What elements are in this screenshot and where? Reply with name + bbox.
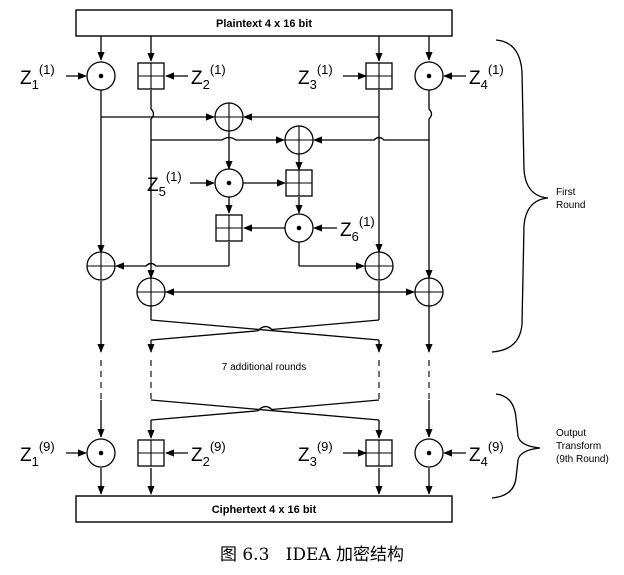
xor-op-x3 xyxy=(364,251,394,281)
output-label-2: Transform xyxy=(556,441,601,452)
key-label-r9-z4: Z4(9) xyxy=(469,439,504,469)
first-round-brace: First Round xyxy=(491,39,585,353)
xor-op-x1 xyxy=(86,251,116,281)
output-wiring xyxy=(66,399,466,495)
svg-text:Z1(1): Z1(1) xyxy=(20,62,55,92)
mult-op-r1-z5 xyxy=(214,168,244,198)
additional-rounds-label: 7 additional rounds xyxy=(222,362,307,373)
output-transform-brace: Output Transform (9th Round) xyxy=(491,393,609,499)
first-round-label-2: Round xyxy=(556,200,585,211)
first-round-label: First xyxy=(556,187,576,198)
svg-text:Z2(9): Z2(9) xyxy=(191,439,226,469)
key-label-r1-z4: Z4(1) xyxy=(469,62,504,92)
xor-op-e2 xyxy=(284,125,314,155)
plaintext-block: Plaintext 4 x 16 bit xyxy=(75,9,453,37)
plaintext-label: Plaintext 4 x 16 bit xyxy=(216,18,312,30)
svg-text:Z5(1): Z5(1) xyxy=(147,169,182,199)
mult-op-r9-z4 xyxy=(414,438,444,468)
svg-text:Z4(9): Z4(9) xyxy=(469,439,504,469)
add-op-r9-z2 xyxy=(137,439,165,467)
svg-text:Z4(1): Z4(1) xyxy=(469,62,504,92)
key-label-r9-z2: Z2(9) xyxy=(191,439,226,469)
xor-op-x4 xyxy=(414,277,444,307)
svg-text:Z6(1): Z6(1) xyxy=(340,214,375,244)
svg-text:Z2(1): Z2(1) xyxy=(191,62,226,92)
mult-op-r1-z1 xyxy=(86,61,116,91)
output-label-3: (9th Round) xyxy=(556,454,609,465)
svg-text:Z3(1): Z3(1) xyxy=(298,62,333,92)
add-op-r1-z3 xyxy=(365,62,393,90)
key-label-r1-z3: Z3(1) xyxy=(298,62,333,92)
key-label-r9-z1: Z1(9) xyxy=(20,439,55,469)
figure-caption: 图 6.3 IDEA 加密结构 xyxy=(220,545,404,565)
add-op-r1-z2 xyxy=(137,62,165,90)
key-label-r1-z5: Z5(1) xyxy=(147,169,182,199)
svg-text:Z1(9): Z1(9) xyxy=(20,439,55,469)
ciphertext-block: Ciphertext 4 x 16 bit xyxy=(75,495,453,523)
key-label-r1-z2: Z2(1) xyxy=(191,62,226,92)
add-op-r1-mid1 xyxy=(285,169,313,197)
mult-op-r1-z4 xyxy=(414,61,444,91)
add-op-r1-mid2 xyxy=(215,214,243,242)
svg-text:Z3(9): Z3(9) xyxy=(298,439,333,469)
key-label-r1-z6: Z6(1) xyxy=(340,214,375,244)
mult-op-r1-z6 xyxy=(284,213,314,243)
ciphertext-label: Ciphertext 4 x 16 bit xyxy=(212,504,317,516)
round1-wiring xyxy=(66,36,466,353)
output-label-1: Output xyxy=(556,428,586,439)
key-label-r9-z3: Z3(9) xyxy=(298,439,333,469)
xor-op-x2 xyxy=(136,277,166,307)
mult-op-r9-z1 xyxy=(86,438,116,468)
additional-rounds-region: 7 additional rounds xyxy=(100,360,430,400)
xor-op-e1 xyxy=(214,102,244,132)
add-op-r9-z3 xyxy=(365,439,393,467)
key-label-r1-z1: Z1(1) xyxy=(20,62,55,92)
